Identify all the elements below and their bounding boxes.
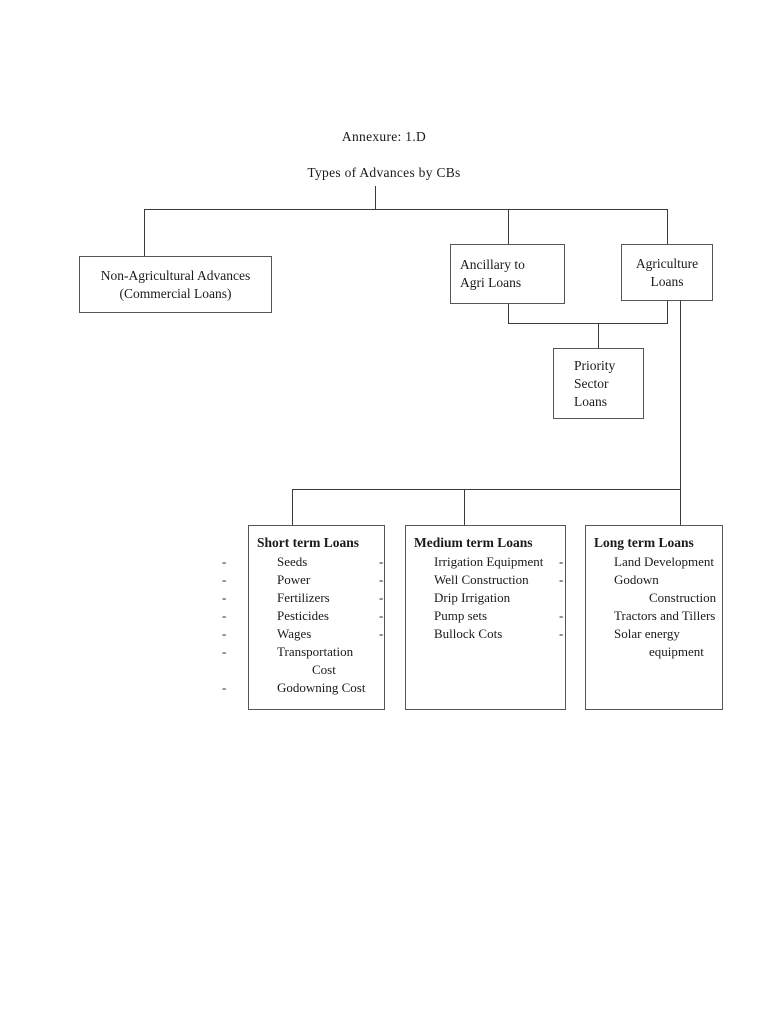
list-item: -Land Development: [559, 553, 716, 571]
node-non-agricultural-advances-label: Non-Agricultural Advances (Commercial Lo…: [100, 267, 251, 301]
list-item-label: Tractors and Tillers: [614, 608, 716, 623]
connector-drop-medium-term: [464, 489, 465, 525]
node-long-term-loans[interactable]: Long term Loans -Land Development-Godown…: [559, 525, 723, 710]
list-item: -Well Construction: [379, 571, 559, 589]
list-item: -Wages: [222, 626, 312, 641]
node-short-term-loans-title: Short term Loans: [257, 535, 359, 550]
node-short-term-loans[interactable]: Short term Loans -Seeds -Power -Fertilizer…: [222, 525, 385, 710]
node-priority-sector-loans[interactable]: Priority Sector Loans: [553, 348, 644, 419]
list-item: -Fertilizers: [222, 590, 330, 605]
connector-drop-short-term: [292, 489, 293, 525]
list-item-label: Land Development: [614, 554, 714, 569]
list-item-label: Godown Construction: [614, 572, 717, 605]
connector-root-stem: [375, 186, 376, 210]
connector-tier2-bus: [292, 489, 681, 490]
list-item: -Pump sets: [379, 607, 559, 625]
list-item: -Tractors and Tillers: [559, 607, 716, 625]
connector-drop-long-term: [680, 489, 681, 525]
list-item: -Pesticides: [222, 608, 329, 623]
list-item: -Godowning Cost: [222, 680, 366, 695]
connector-drop-ancillary: [508, 209, 509, 244]
connector-drop-agriculture: [667, 209, 668, 244]
diagram-title: Types of Advances by CBs: [307, 165, 461, 180]
connector-agriculture-down-join: [667, 301, 668, 323]
list-item: -Irrigation Equipment: [379, 553, 559, 571]
list-item: -Transportation Cost: [222, 644, 354, 677]
node-medium-term-loans-title: Medium term Loans: [414, 535, 533, 550]
list-item: -Seeds: [222, 554, 308, 569]
node-agriculture-loans[interactable]: Agriculture Loans: [621, 244, 713, 301]
list-item: -Drip Irrigation: [379, 589, 559, 607]
connector-drop-priority: [598, 323, 599, 348]
node-medium-term-loans[interactable]: Medium term Loans -Irrigation Equipment-…: [379, 525, 566, 710]
list-item-label: Well Construction: [434, 572, 529, 587]
list-item-label: Pesticides: [277, 608, 329, 623]
medium-term-loans-list: -Irrigation Equipment-Well Construction-…: [379, 553, 559, 643]
list-item-label: Wages: [277, 626, 312, 641]
node-ancillary-to-agri-loans-label: Ancillary to Agri Loans: [460, 257, 525, 290]
list-item-label: Solar energy equipment: [614, 626, 704, 659]
list-item-label: Power: [277, 572, 311, 587]
list-item: -Godown Construction: [559, 571, 717, 607]
node-agriculture-loans-label: Agriculture Loans: [635, 255, 699, 289]
connector-drop-non-agri: [144, 209, 145, 256]
list-item-label: Fertilizers: [277, 590, 330, 605]
node-ancillary-to-agri-loans[interactable]: Ancillary to Agri Loans: [450, 244, 565, 304]
list-item: -Solar energy equipment: [559, 625, 716, 661]
list-item-label: Godowning Cost: [277, 680, 366, 695]
list-item-label: Seeds: [277, 554, 308, 569]
short-term-loans-list: -Seeds -Power -Fertilizers -Pesticides -Wage…: [222, 553, 378, 697]
node-priority-sector-loans-label: Priority Sector Loans: [574, 357, 616, 409]
connector-ancillary-down: [508, 304, 509, 323]
connector-priority-join-bus: [508, 323, 668, 324]
list-item: -Bullock Cots: [379, 625, 559, 643]
connector-tier1-bus: [144, 209, 668, 210]
list-item-label: Irrigation Equipment: [434, 554, 544, 569]
list-item: -Power: [222, 572, 311, 587]
node-long-term-loans-title: Long term Loans: [594, 535, 694, 550]
long-term-loans-list: -Land Development-Godown Construction-Tr…: [559, 553, 717, 661]
connector-agriculture-spine: [680, 301, 681, 490]
list-item-label: Transportation Cost: [277, 644, 354, 677]
list-item-label: Drip Irrigation: [434, 590, 511, 605]
node-non-agricultural-advances[interactable]: Non-Agricultural Advances (Commercial Lo…: [79, 256, 272, 313]
annexure-label: Annexure: 1.D: [341, 129, 427, 144]
list-item-label: Pump sets: [434, 608, 488, 623]
list-item-label: Bullock Cots: [434, 626, 503, 641]
